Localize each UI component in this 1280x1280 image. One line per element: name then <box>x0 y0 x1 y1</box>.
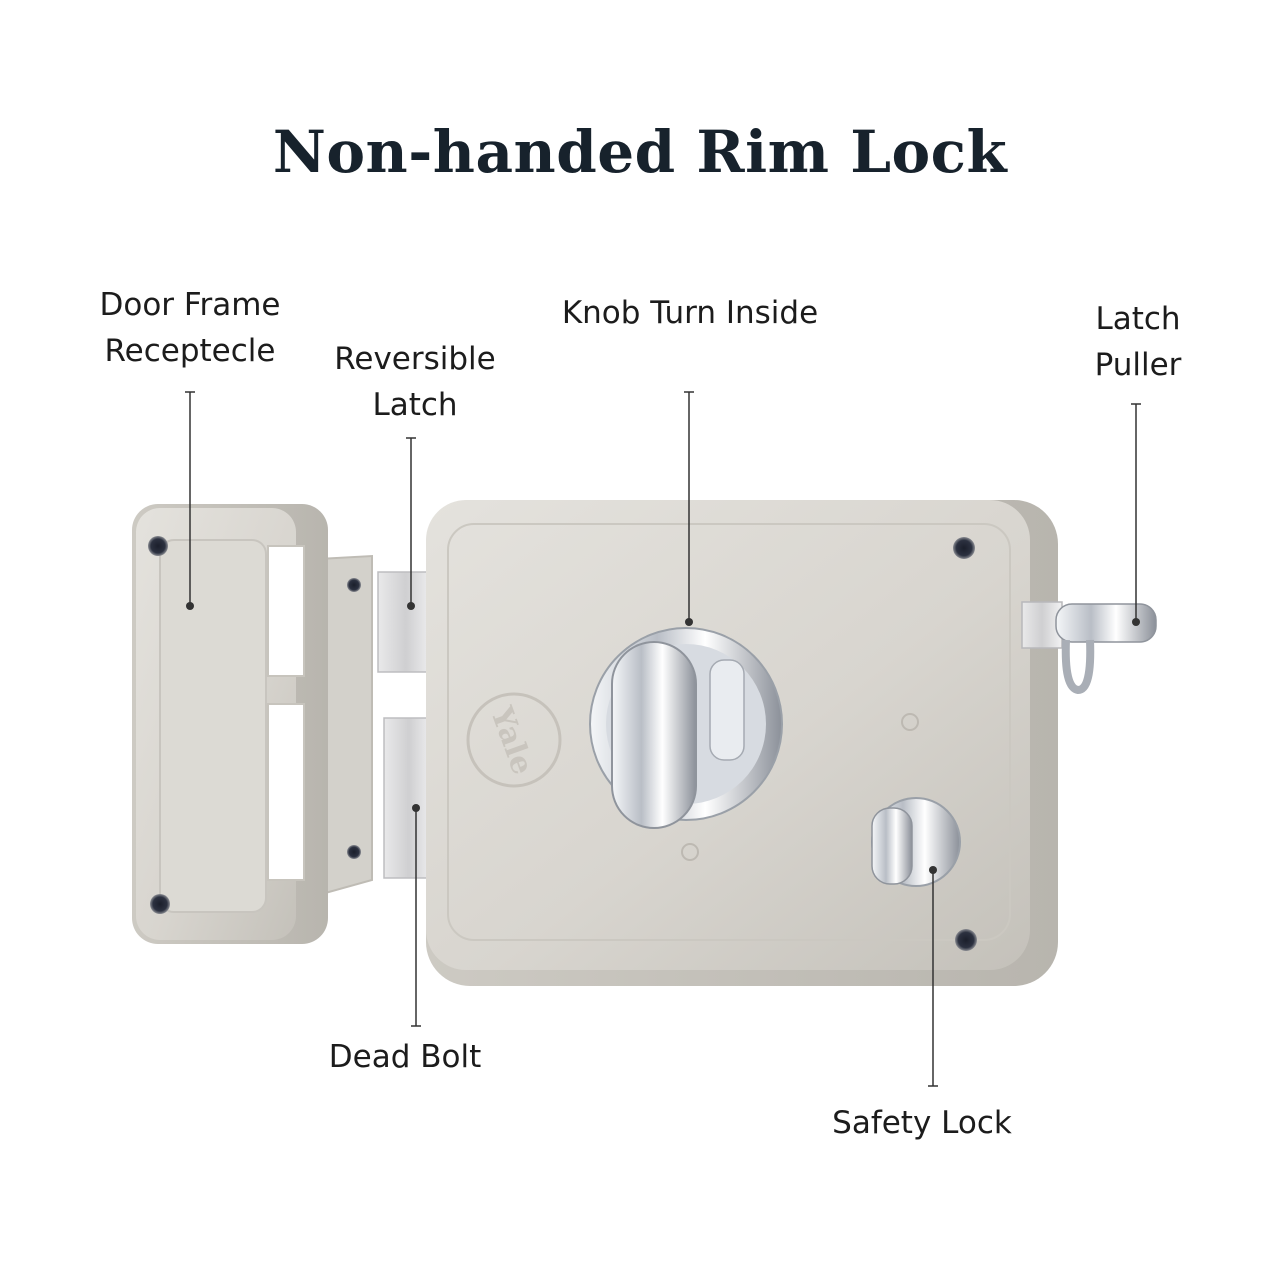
safety-lock <box>871 797 961 887</box>
label-latch-puller: Latch Puller <box>1060 296 1216 388</box>
label-line: Safety Lock <box>832 1105 1012 1141</box>
door-frame-receptacle <box>132 504 373 944</box>
label-line: Knob Turn Inside <box>561 295 819 331</box>
label-line: Dead Bolt <box>328 1039 482 1075</box>
label-reversible-latch: Reversible Latch <box>300 336 530 428</box>
label-line: Latch <box>1095 301 1181 337</box>
label-line: Latch <box>372 387 458 423</box>
page-title: Non-handed Rim Lock <box>272 118 1008 186</box>
label-line: Reversible <box>334 341 496 377</box>
screw-hole-top-right <box>953 537 975 559</box>
label-door-frame-receptacle: Door Frame Receptecle <box>60 282 320 374</box>
label-line: Receptecle <box>104 333 276 369</box>
label-dead-bolt: Dead Bolt <box>300 1034 510 1080</box>
label-line: Puller <box>1094 347 1182 383</box>
latch-puller <box>1021 601 1157 695</box>
screw-hole-bottom-right <box>955 929 977 951</box>
reversible-latch <box>377 571 435 673</box>
dead-bolt <box>383 717 435 879</box>
label-knob-turn-inside: Knob Turn Inside <box>520 290 860 336</box>
leader-lines <box>185 391 1141 1087</box>
label-line: Door Frame <box>99 287 281 323</box>
knob-turn-inside <box>589 627 783 829</box>
label-safety-lock: Safety Lock <box>800 1100 1044 1146</box>
